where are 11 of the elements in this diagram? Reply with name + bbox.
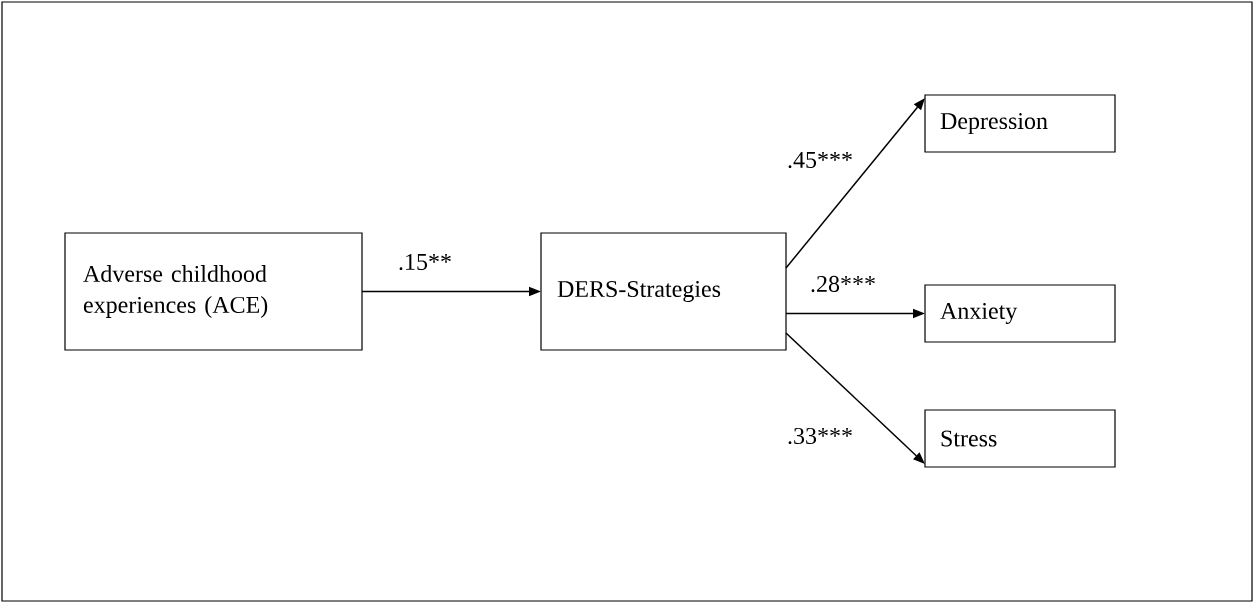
edge-label: .15** bbox=[397, 252, 453, 272]
edge-label: .33*** bbox=[786, 426, 854, 446]
arrow bbox=[785, 332, 925, 464]
box: DERS-Strategies bbox=[540, 232, 787, 351]
box: Stress bbox=[924, 409, 1116, 468]
arrow bbox=[785, 98, 925, 269]
edge-label: .28*** bbox=[809, 274, 877, 294]
box: Anxiety bbox=[924, 284, 1116, 343]
box: Adverse childhood experiences (ACE) bbox=[64, 232, 363, 351]
box: Depression bbox=[924, 94, 1116, 153]
edge-label: .45*** bbox=[786, 150, 854, 170]
